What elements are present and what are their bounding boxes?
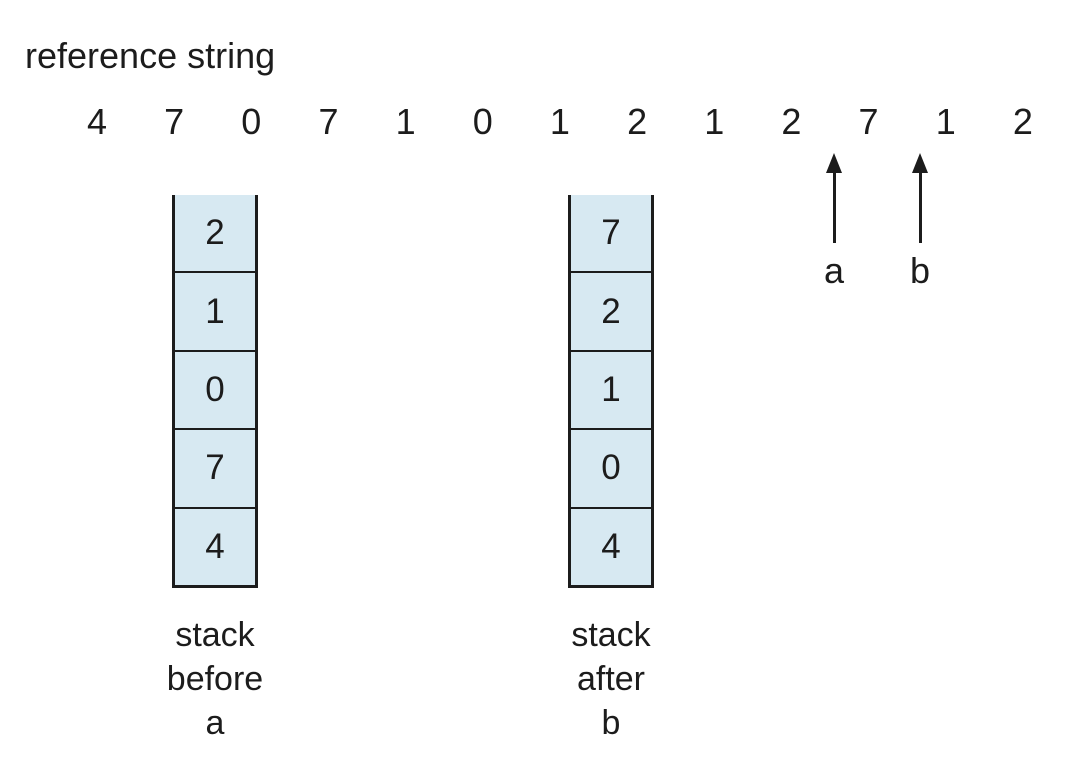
- reference-number: 7: [318, 101, 339, 142]
- arrow-shaft: [918, 172, 922, 243]
- reference-number: 2: [627, 101, 648, 142]
- reference-number: 2: [781, 101, 802, 142]
- stack-cell: 2: [571, 273, 651, 352]
- stack-before-caption: stack before a: [115, 613, 315, 745]
- reference-number: 0: [241, 101, 262, 142]
- caption-line: a: [205, 704, 225, 742]
- reference-number: 7: [858, 101, 879, 142]
- stack-cell: 7: [571, 195, 651, 274]
- caption-line: after: [576, 660, 646, 698]
- arrow-a-label: a: [823, 250, 845, 291]
- stack-cell: 4: [205, 526, 225, 566]
- arrow-head-icon: [912, 153, 928, 173]
- reference-number: 4: [86, 101, 108, 142]
- reference-number: 1: [549, 101, 570, 142]
- stack-cell: 4: [601, 526, 621, 566]
- caption-line: stack: [571, 616, 651, 654]
- caption-line: stack: [175, 616, 255, 654]
- reference-number: 1: [395, 101, 416, 142]
- arrow-shaft: [832, 172, 836, 243]
- reference-number: 1: [704, 101, 725, 142]
- reference-string-title: reference string: [25, 35, 276, 76]
- caption-line: b: [601, 704, 621, 742]
- arrow-head-icon: [826, 153, 842, 173]
- stack-cell: 2: [175, 195, 255, 274]
- reference-number: 2: [1012, 101, 1033, 142]
- reference-number: 1: [935, 101, 956, 142]
- stack-after-caption: stack after b: [511, 613, 711, 745]
- reference-number: 7: [164, 101, 185, 142]
- arrow-b-icon: [912, 153, 928, 243]
- stack-cell: 7: [175, 430, 255, 509]
- stack-cell: 1: [175, 273, 255, 352]
- reference-number: 0: [472, 101, 493, 142]
- arrow-a-icon: [826, 153, 842, 243]
- stack-cell: 1: [571, 352, 651, 431]
- caption-line: before: [166, 660, 264, 698]
- stack-cell: 0: [571, 430, 651, 509]
- stack-cell: 0: [175, 352, 255, 431]
- arrow-b-label: b: [909, 250, 931, 291]
